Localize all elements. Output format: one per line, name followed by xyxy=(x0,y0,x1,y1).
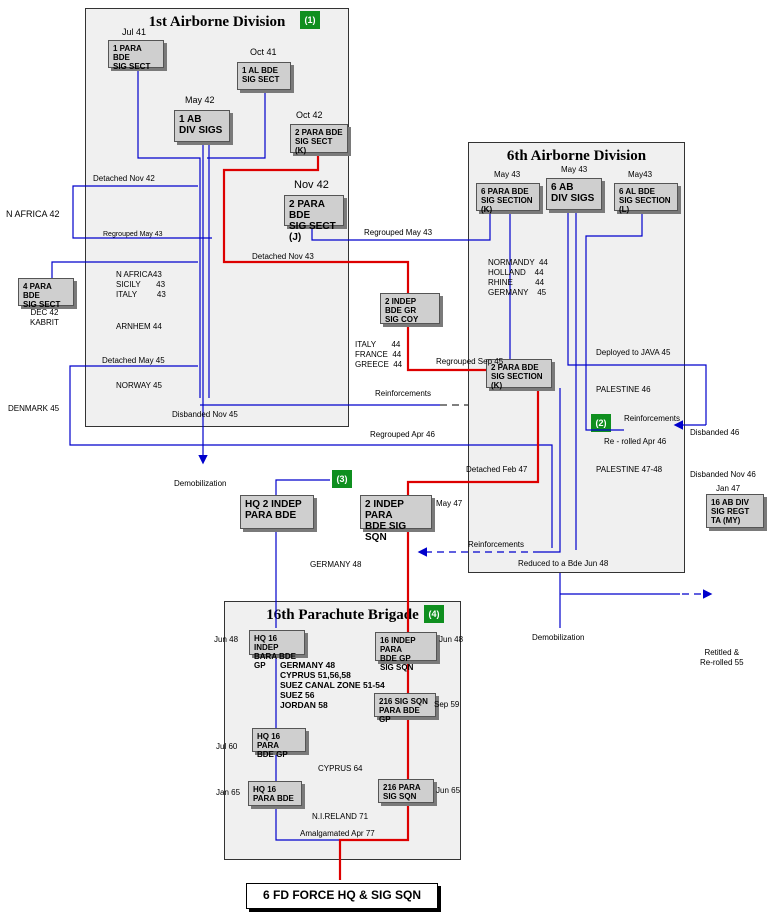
label-reinforcements-3: Reinforcements xyxy=(468,540,525,549)
label-cyprus64: CYPRUS 64 xyxy=(318,764,363,773)
label-jun48-a: Jun 48 xyxy=(214,635,239,644)
label-demobilization-2: Demobilization xyxy=(532,633,585,642)
box-2-para-bde-sig-section-k: 2 PARA BDE SIG SECTION (K) xyxy=(486,359,552,390)
label-oct41: Oct 41 xyxy=(250,47,277,57)
label-detached-feb47: Detached Feb 47 xyxy=(466,465,528,474)
badge-1: (1) xyxy=(300,11,320,29)
label-deployed-java: Deployed to JAVA 45 xyxy=(596,348,671,357)
label-disbanded-nov46: Disbanded Nov 46 xyxy=(690,470,756,479)
label-detached-nov43: Detached Nov 43 xyxy=(252,252,314,261)
final-box-6-fd-force-hq: 6 FD FORCE HQ & SIG SQN xyxy=(246,883,438,909)
badge-3: (3) xyxy=(332,470,352,488)
box-16-ab-div-sig-regt: 16 AB DIV SIG REGT TA (MY) xyxy=(706,494,764,528)
box-1-al-bde-sig-sect: 1 AL BDE SIG SECT xyxy=(237,62,291,90)
box-hq-2-indep-para-bde: HQ 2 INDEP PARA BDE xyxy=(240,495,314,529)
badge-2: (2) xyxy=(591,414,611,432)
label-demobilization-1: Demobilization xyxy=(174,479,227,488)
label-jul60: Jul 60 xyxy=(216,742,238,751)
box-hq-16-para-bde-gp: HQ 16 PARA BDE GP xyxy=(252,728,306,759)
label-disbanded46: Disbanded 46 xyxy=(690,428,740,437)
box-1-ab-div-sigs: 1 AB DIV SIGS xyxy=(174,110,230,142)
label-detached-may45: Detached May 45 xyxy=(102,356,165,365)
box-2-indep-bde-gr-sig-coy: 2 INDEP BDE GR SIG COY xyxy=(380,293,440,324)
label-reinforcements-1: Reinforcements xyxy=(375,389,432,398)
label-germany48: GERMANY 48 xyxy=(310,560,362,569)
label-ni71: N.I.RELAND 71 xyxy=(312,812,369,821)
label-regrouped-apr46: Regrouped Apr 46 xyxy=(370,430,435,439)
box-216-sig-sqn-para-bde-gp: 216 SIG SQN PARA BDE GP xyxy=(374,693,436,724)
label-campaign-6th: NORMANDY 44 HOLLAND 44 RHINE 44 GERMANY … xyxy=(488,258,548,297)
box-6-ab-div-sigs: 6 AB DIV SIGS xyxy=(546,178,602,210)
box-hq-16-para-bde: HQ 16 PARA BDE xyxy=(248,781,302,806)
label-disbanded-nov45: Disbanded Nov 45 xyxy=(172,410,238,419)
label-campaign-1st: N AFRICA43 SICILY 43 ITALY 43 xyxy=(116,270,166,299)
label-rerolled-apr46: Re - rolled Apr 46 xyxy=(604,437,667,446)
box-4-para-bde-sig-sect: 4 PARA BDE SIG SECT xyxy=(18,278,74,309)
badge-4: (4) xyxy=(424,605,444,623)
label-jan47: Jan 47 xyxy=(716,484,741,493)
panel-title: 16th Parachute Brigade xyxy=(266,607,419,623)
label-norway: NORWAY 45 xyxy=(116,381,162,390)
label-nov42: Nov 42 xyxy=(294,179,329,191)
label-campaign-16th: GERMANY 48 CYPRUS 51,56,58 SUEZ CANAL ZO… xyxy=(280,660,385,710)
label-may42: May 42 xyxy=(185,95,215,105)
box-6-para-bde-sig-section-k: 6 PARA BDE SIG SECTION (K) xyxy=(476,183,540,214)
label-palestine46: PALESTINE 46 xyxy=(596,385,651,394)
label-may43-a: May 43 xyxy=(494,170,521,179)
box-2-indep-para-bde-sig-sqn: 2 INDEP PARA BDE SIG SQN xyxy=(360,495,432,543)
label-regrouped-may43-b: Regrouped May 43 xyxy=(364,228,433,237)
label-jun65: Jun 65 xyxy=(436,786,461,795)
label-jun48-b: Jun 48 xyxy=(439,635,464,644)
label-denmark: DENMARK 45 xyxy=(8,404,60,413)
label-retitled: Retitled & Re-rolled 55 xyxy=(700,648,744,667)
label-n-africa-42: N AFRICA 42 xyxy=(6,209,60,219)
box-hq-16-indep-bara-bde-gp: HQ 16 INDEP BARA BDE GP xyxy=(249,630,305,670)
box-16-indep-para-bde-gp-sig-sqn: 16 INDEP PARA BDE GP SIG SQN xyxy=(375,632,437,672)
label-palestine4748: PALESTINE 47-48 xyxy=(596,465,663,474)
label-dec42-kabrit: DEC 42 KABRIT xyxy=(30,308,59,327)
label-regrouped-sep45: Regrouped Sep 45 xyxy=(436,357,504,366)
label-amalgamated: Amalgamated Apr 77 xyxy=(300,829,375,838)
box-2-para-bde-sig-sect-j: 2 PARA BDE SIG SECT (J) xyxy=(284,195,344,243)
label-may47: May 47 xyxy=(436,499,463,508)
box-6-al-bde-sig-section-l: 6 AL BDE SIG SECTION (L) xyxy=(614,183,678,214)
label-oct42: Oct 42 xyxy=(296,110,323,120)
box-1-para-bde-sig-sect: 1 PARA BDE SIG SECT xyxy=(108,40,164,71)
label-italy-france-greece: ITALY 44 FRANCE 44 GREECE 44 xyxy=(355,340,403,369)
label-may43-c: May43 xyxy=(628,170,653,179)
label-jul41: Jul 41 xyxy=(122,27,147,37)
label-arnhem: ARNHEM 44 xyxy=(116,322,162,331)
label-reinforcements-2: Reinforcements xyxy=(624,414,681,423)
label-reduced-bde: Reduced to a Bde Jun 48 xyxy=(518,559,609,568)
label-jan65: Jan 65 xyxy=(216,788,241,797)
label-detached-nov42: Detached Nov 42 xyxy=(93,174,155,183)
box-2-para-bde-sig-sect-k: 2 PARA BDE SIG SECT (K) xyxy=(290,124,348,155)
label-regrouped-may43-a: Regrouped May 43 xyxy=(103,231,163,238)
panel-title: 1st Airborne Division xyxy=(148,14,286,30)
panel-title: 6th Airborne Division xyxy=(506,148,647,164)
label-may43-b: May 43 xyxy=(561,165,588,174)
box-216-para-sig-sqn: 216 PARA SIG SQN xyxy=(378,779,434,803)
label-sep59: Sep 59 xyxy=(434,700,460,709)
